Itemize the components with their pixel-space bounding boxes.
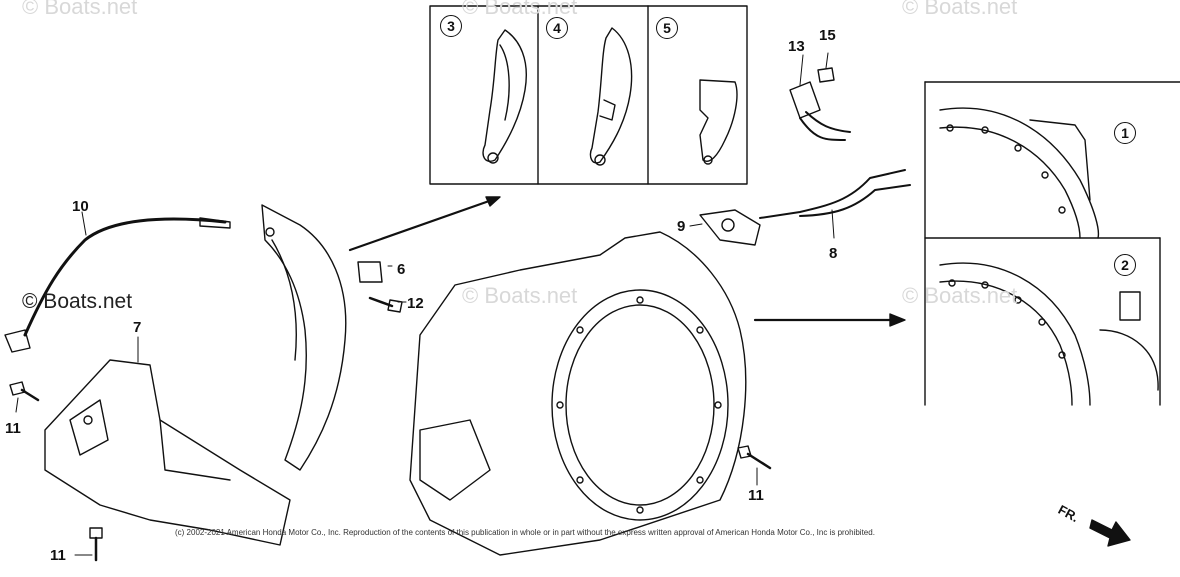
label-12: 12 — [407, 295, 424, 312]
label-11: 11 — [748, 487, 764, 504]
callout-3: 3 — [440, 15, 462, 37]
leader-lines — [15, 52, 835, 556]
label-15: 15 — [819, 27, 836, 44]
label-6: 6 — [397, 261, 406, 278]
arrow-to-insets — [348, 196, 501, 252]
clip-6 — [357, 261, 383, 283]
part-10-cable — [4, 217, 231, 353]
watermark: © Boats.net — [902, 283, 1018, 308]
bolt-11-right — [737, 445, 772, 470]
main-fan-cover — [409, 231, 747, 556]
label-8: 8 — [829, 245, 838, 262]
bolt-15 — [817, 67, 835, 83]
bolt-12 — [368, 296, 403, 313]
label-10: 10 — [72, 198, 89, 215]
watermark: © Boats.net — [462, 0, 578, 19]
label-11: 11 — [50, 547, 66, 564]
arrow-to-details — [753, 313, 906, 327]
middle-cover — [261, 204, 347, 471]
callout-4: 4 — [546, 17, 568, 39]
watermark: © Boats.net — [22, 290, 133, 313]
callout-2: 2 — [1114, 254, 1136, 276]
bolt-11-left — [9, 381, 40, 402]
part-8-wire — [759, 169, 911, 219]
callout-1: 1 — [1114, 122, 1136, 144]
bolt-11-bottom — [89, 527, 103, 562]
front-direction-arrow — [1089, 519, 1131, 547]
inset-panels-3-4-5 — [429, 5, 748, 185]
part-7-lower-shroud — [44, 359, 291, 546]
watermark: © Boats.net — [22, 0, 138, 19]
label-7: 7 — [133, 319, 142, 336]
watermark: © Boats.net — [902, 0, 1018, 19]
label-13: 13 — [788, 38, 805, 55]
label-11: 11 — [5, 420, 21, 437]
watermark: © Boats.net — [462, 283, 578, 308]
copyright-notice: (c) 2002-2021 American Honda Motor Co., … — [175, 528, 875, 537]
detail-panels-1-2 — [924, 81, 1180, 406]
part-9-switch — [699, 209, 761, 246]
callout-5: 5 — [656, 17, 678, 39]
label-9: 9 — [677, 218, 686, 235]
part-13-module — [789, 81, 851, 141]
